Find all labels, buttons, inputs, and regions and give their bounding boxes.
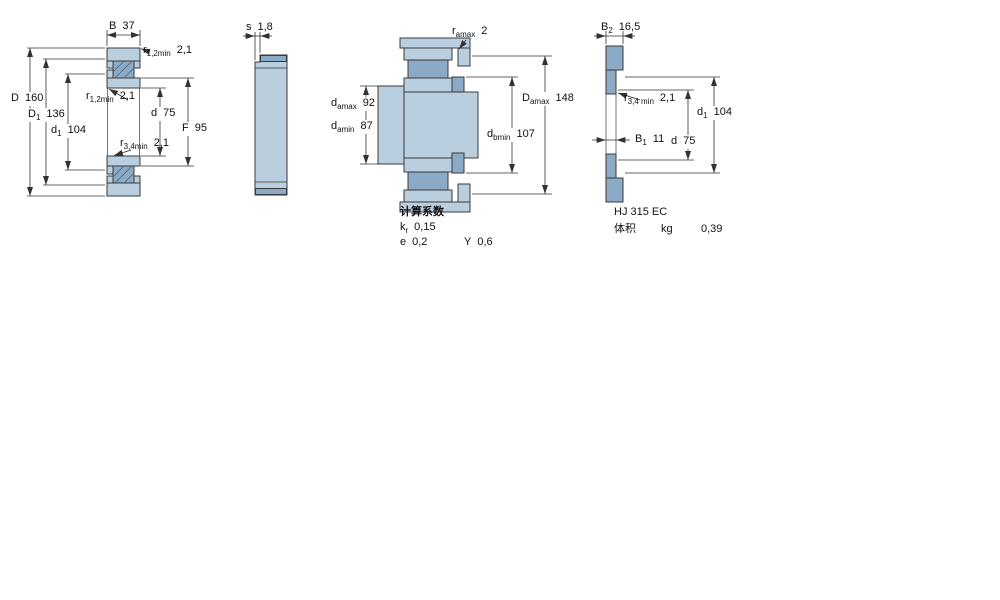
inner-ring-flange-top bbox=[106, 69, 114, 79]
inner-ring-bottom bbox=[106, 155, 141, 167]
mass-unit: kg bbox=[661, 223, 673, 235]
dim-line-d1-ring bbox=[625, 76, 720, 174]
dim-line-s bbox=[243, 32, 272, 60]
drawing-mounted-bearing bbox=[360, 37, 552, 213]
dim-line-B2 bbox=[594, 31, 635, 44]
shaft-shoulder bbox=[377, 85, 405, 165]
drawing-angle-ring-section bbox=[592, 31, 720, 203]
dim-line-Da bbox=[472, 55, 552, 195]
inner-ring-flange-bottom bbox=[106, 165, 114, 175]
housing-shoulder-top bbox=[457, 47, 471, 67]
housing-bottom bbox=[399, 201, 471, 213]
roller-hatch-lines bbox=[112, 60, 135, 184]
leader-r12-mid bbox=[108, 88, 129, 101]
calculation-factors-heading: 计算系数 bbox=[400, 206, 444, 218]
angle-ring-lip-bottom bbox=[605, 153, 617, 179]
dim-line-B bbox=[106, 30, 141, 46]
outer-ring-flange-left-bottom bbox=[106, 175, 114, 184]
ring-edge-band-bottom bbox=[255, 188, 287, 195]
roller-bottom-mounted bbox=[407, 171, 449, 191]
angle-ring-bottom-mounted bbox=[451, 152, 465, 174]
drawing-bearing-side-view bbox=[243, 32, 288, 196]
inner-ring-bottom-mounted bbox=[403, 157, 453, 173]
leader-r34-ring bbox=[617, 92, 641, 101]
roller-top-mounted bbox=[407, 59, 449, 79]
leader-r12-top bbox=[140, 48, 151, 55]
bore-silhouette-lines bbox=[107, 88, 140, 156]
outer-ring-flange-left-top bbox=[106, 60, 114, 69]
dim-line-d bbox=[141, 87, 166, 157]
outer-ring-top bbox=[106, 47, 141, 62]
outer-ring-top-mounted bbox=[403, 47, 453, 61]
ring-edge-band-top bbox=[260, 55, 287, 62]
shaft bbox=[403, 91, 479, 159]
leader-r34 bbox=[113, 149, 132, 156]
ring-designation: HJ 315 EC bbox=[614, 206, 668, 218]
dim-line-db bbox=[466, 76, 518, 174]
angle-ring-lip-top bbox=[605, 69, 617, 95]
outer-ring-bottom-mounted bbox=[403, 189, 453, 203]
angle-ring-flange-bottom bbox=[605, 177, 624, 203]
outer-ring-flange-right-bottom bbox=[133, 175, 141, 184]
angle-ring-flange-top bbox=[605, 45, 624, 71]
bearing-side-outline bbox=[254, 54, 288, 196]
mass-label: 体积 bbox=[614, 223, 636, 235]
leader-ra bbox=[458, 39, 467, 50]
outer-ring-bottom bbox=[106, 182, 141, 197]
housing-top bbox=[399, 37, 471, 49]
outer-ring-flange-right-top bbox=[133, 60, 141, 69]
inner-ring-top-mounted bbox=[403, 77, 453, 93]
mass-value: 0,39 bbox=[701, 223, 723, 235]
housing-shoulder-bottom bbox=[457, 183, 471, 203]
dim-line-d1 bbox=[65, 73, 105, 171]
inner-ring-top bbox=[106, 77, 141, 89]
